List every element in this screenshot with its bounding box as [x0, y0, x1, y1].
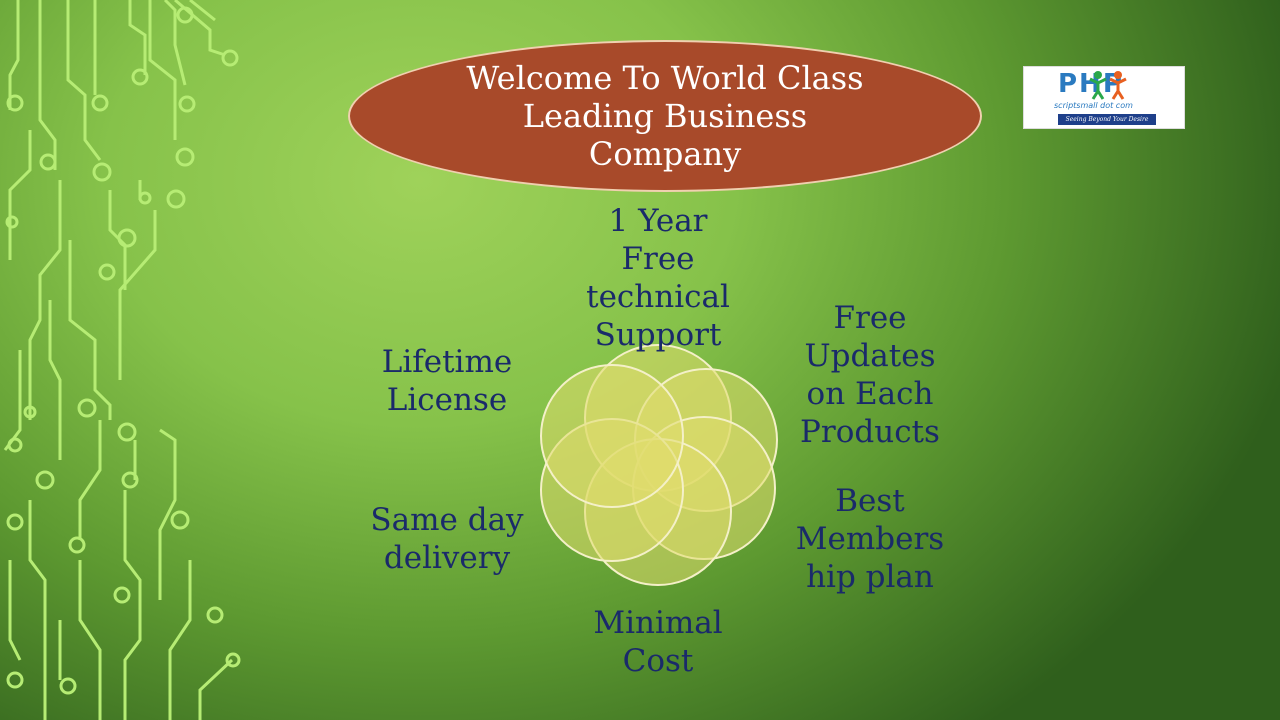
feature-top: 1 Year Free technical Support — [586, 203, 730, 353]
petal-top-left — [540, 364, 684, 508]
feature-flower-diagram — [540, 344, 778, 586]
company-logo: PHP scriptsmall dot com Seeing Beyond Yo… — [1023, 66, 1185, 129]
logo-tagline: Seeing Beyond Your Desire — [1058, 114, 1156, 125]
feature-bottom-right: Best Members hip plan — [795, 483, 945, 595]
logo-site: scriptsmall dot com — [1054, 101, 1133, 110]
feature-top-left: Lifetime License — [381, 344, 513, 418]
logo-brand: PHP — [1058, 69, 1124, 99]
people-figures-icon — [1089, 71, 1127, 100]
feature-top-right: Free Updates on Each Products — [800, 300, 940, 450]
feature-bottom-left: Same day delivery — [370, 502, 524, 576]
title-oval: Welcome To World Class Leading Business … — [348, 40, 982, 192]
title-text: Welcome To World Class Leading Business … — [466, 59, 864, 173]
feature-bottom: Minimal Cost — [593, 605, 723, 679]
circuit-decoration — [3, 0, 241, 720]
